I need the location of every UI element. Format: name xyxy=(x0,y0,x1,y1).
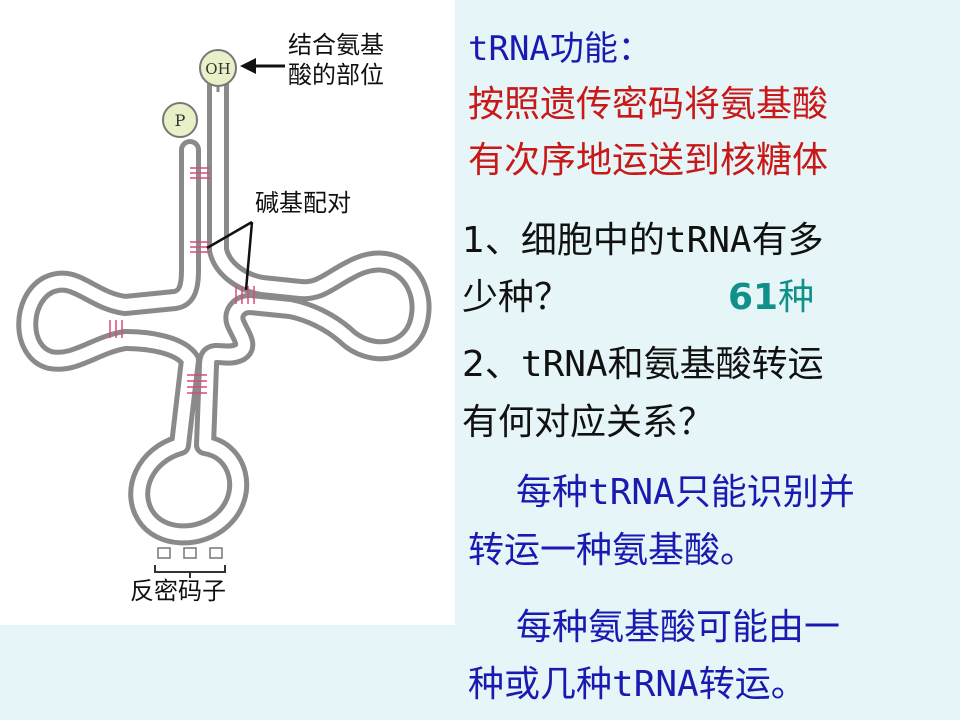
p-circle xyxy=(162,102,198,138)
trna-diagram-panel: OH P 结合氨基 酸的部位 碱基配对 反密码子 xyxy=(0,0,455,625)
p-circle-group: P xyxy=(162,102,198,138)
answer1-line-2: 转运一种氨基酸。 xyxy=(468,530,757,571)
binding-site-label-line1: 结合氨基 xyxy=(288,31,384,59)
strand-inner xyxy=(21,79,427,541)
question2-line-1: 2、tRNA和氨基酸转运 xyxy=(462,342,824,387)
answer2-prefix: 种或几种 xyxy=(468,664,613,705)
trna-cloverleaf-diagram: OH P xyxy=(16,49,432,578)
oh-label: OH xyxy=(205,60,230,78)
question2-suffix: 和氨基酸转运 xyxy=(607,344,824,385)
base-pairs-t-stem xyxy=(235,286,255,304)
anticodon-bases xyxy=(157,547,223,559)
answer1-prefix: 每种 xyxy=(516,472,589,513)
question1-answer-unit: 种 xyxy=(778,277,815,318)
question1-line-2: 少种？ xyxy=(462,277,571,318)
question1-line-1: 1、细胞中的tRNA有多 xyxy=(462,218,824,263)
function-title-trna: tRNA xyxy=(468,29,550,69)
question2-line-2: 有何对应关系？ xyxy=(462,402,715,443)
anticodon-brace xyxy=(154,565,226,578)
question1-trna: tRNA xyxy=(664,220,752,261)
answer2-line-1: 每种氨基酸可能由一 xyxy=(516,607,841,648)
answer1-trna: tRNA xyxy=(588,472,675,513)
oh-circle xyxy=(199,49,237,87)
answer2-suffix: 转运。 xyxy=(698,664,807,705)
question1-prefix: 1、细胞中的 xyxy=(462,220,665,261)
question2-trna: tRNA xyxy=(520,344,608,385)
base-pairs-acceptor-stem xyxy=(190,167,210,179)
function-title-suffix: 功能： xyxy=(549,29,652,69)
function-title: tRNA功能： xyxy=(468,28,652,71)
binding-site-label: 结合氨基 酸的部位 xyxy=(288,30,384,90)
oh-circle-group: OH xyxy=(199,49,237,92)
question1-answer: 61种 xyxy=(728,275,814,320)
question1-suffix: 有多 xyxy=(751,220,824,261)
base-pairing-pointer-lines xyxy=(206,220,254,291)
base-pairs-anticodon-stem xyxy=(187,374,207,394)
answer1-line-1: 每种tRNA只能识别并 xyxy=(516,470,855,515)
binding-site-arrow xyxy=(240,58,285,74)
binding-site-label-line2: 酸的部位 xyxy=(288,61,384,89)
function-line-2: 有次序地运送到核糖体 xyxy=(468,140,829,181)
base-pairing-label: 碱基配对 xyxy=(255,189,351,217)
question1-answer-number: 61 xyxy=(728,277,779,318)
answer1-suffix: 只能识别并 xyxy=(674,472,855,513)
anticodon-label: 反密码子 xyxy=(130,577,226,605)
trna-strand xyxy=(16,74,432,546)
base-pairs-left-arm xyxy=(109,320,123,338)
answer2-trna: tRNA xyxy=(612,664,699,705)
answer2-line-2: 种或几种tRNA转运。 xyxy=(468,662,807,707)
p-label: P xyxy=(175,111,186,130)
function-line-1: 按照遗传密码将氨基酸 xyxy=(468,84,829,125)
question2-prefix: 2、 xyxy=(462,344,521,385)
base-pair-marks xyxy=(109,167,255,394)
